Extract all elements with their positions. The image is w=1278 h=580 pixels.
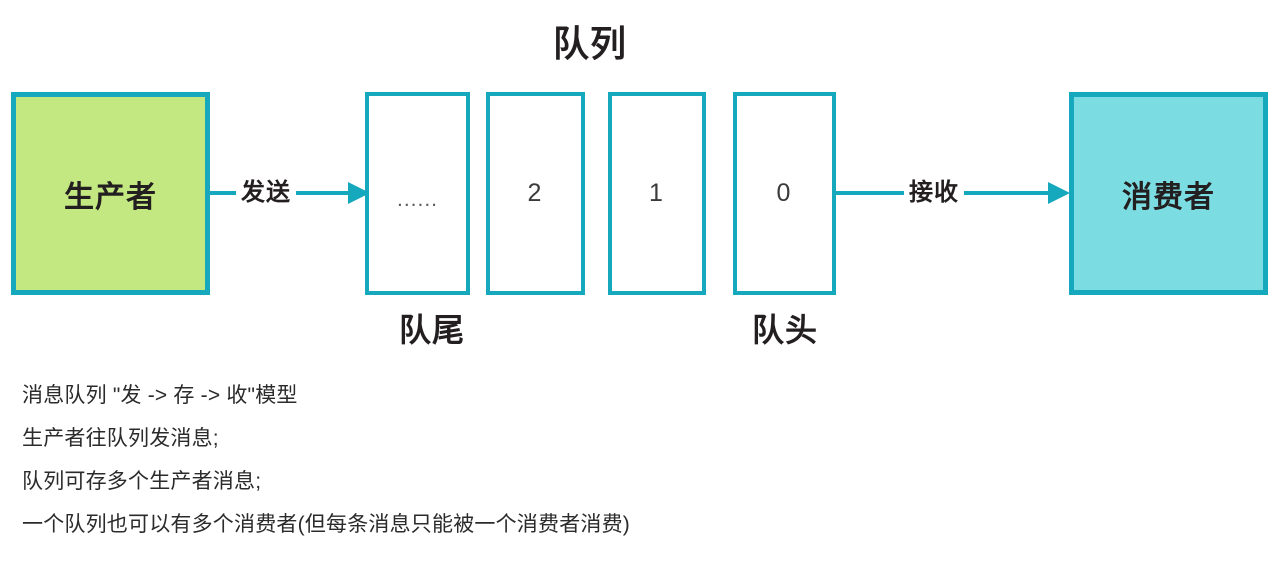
producer-label: 生产者 [64,180,157,214]
consumer-label: 消费者 [1122,180,1215,214]
queue-cell-value: ...... [396,188,438,211]
queue-cell: 0 [733,92,836,295]
consumer-box: 消费者 [1069,92,1268,295]
send-arrow-label: 发送 [236,178,296,208]
queue-cell: ...... [365,92,470,295]
queue-cell: 1 [608,92,706,295]
notes-block: 消息队列 "发 -> 存 -> 收"模型 生产者往队列发消息; 队列可存多个生产… [22,374,1262,546]
note-line: 一个队列也可以有多个消费者(但每条消息只能被一个消费者消费) [22,513,630,536]
note-line: 消息队列 "发 -> 存 -> 收"模型 [22,384,298,407]
note-line: 生产者往队列发消息; [22,427,219,450]
receive-arrow-label: 接收 [904,178,964,208]
queue-tail-label: 队尾 [398,312,465,348]
queue-cell-value: 2 [527,179,544,207]
queue-cell: 2 [486,92,585,295]
producer-box: 生产者 [11,92,210,295]
note-line: 队列可存多个生产者消息; [22,470,262,493]
queue-title: 队列 [552,23,627,64]
queue-cell-value: 0 [776,179,793,207]
queue-head-label: 队头 [751,312,818,348]
queue-cell-value: 1 [649,179,665,207]
